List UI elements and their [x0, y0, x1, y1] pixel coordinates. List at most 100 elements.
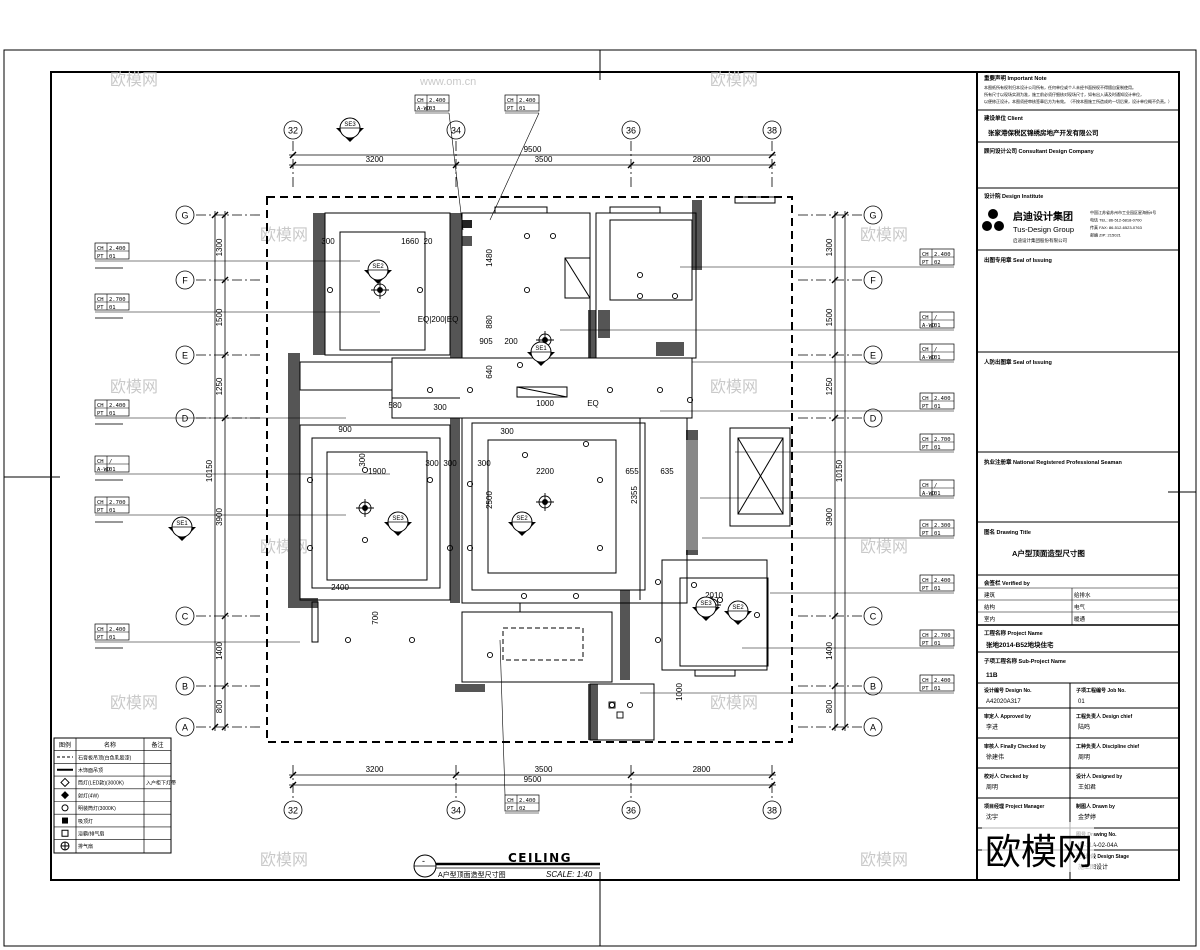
axis-label: 34	[451, 806, 461, 816]
downlight	[636, 271, 644, 279]
tb-company-sub: 启迪设计集团股份有限公司	[1013, 237, 1067, 244]
hatched-panel	[686, 440, 698, 550]
tag-field: 01	[519, 106, 526, 112]
tb-company-address: 电话 TEL: 86-512-6818-0700	[1090, 217, 1142, 223]
section-mark-label: SE3	[392, 516, 404, 522]
downlight	[654, 578, 662, 586]
tag-field: 2.400	[109, 627, 126, 633]
axis-label: 32	[288, 806, 298, 816]
dim-text: 800	[215, 699, 224, 713]
wall	[288, 598, 318, 608]
dim-tick	[831, 351, 839, 359]
tb-verify-item: 电气	[1074, 603, 1086, 611]
legend-header: 备注	[151, 741, 163, 749]
tag-field: 2.700	[934, 437, 951, 443]
room-bedroom-3	[661, 559, 768, 671]
pendant-light	[356, 499, 374, 517]
axis-label: B	[870, 682, 876, 692]
downlight	[426, 476, 434, 484]
dim-tick	[841, 723, 849, 731]
tag-field: A-WD	[417, 106, 430, 112]
tb-field-label: 项目经理 Project Manager	[984, 803, 1044, 810]
tag-field: 01	[109, 467, 116, 473]
section-mark: SE2	[724, 600, 752, 625]
watermark-text: 欧模网	[110, 694, 158, 712]
tb-verify-item: 建筑	[984, 591, 996, 599]
tag-field: CH	[922, 633, 929, 639]
downlight	[606, 386, 614, 394]
kitchen-ceiling-panel	[609, 219, 693, 301]
legend-header: 图例	[59, 741, 71, 749]
tag-field: PT	[922, 531, 929, 537]
wall	[588, 310, 596, 358]
watermark-text: 欧模网	[110, 71, 158, 89]
plan-dim-text: 300	[433, 403, 447, 412]
tag-field: PT	[922, 586, 929, 592]
downlight	[466, 544, 474, 552]
plan-dim-text: 2200	[536, 467, 554, 476]
window	[734, 196, 776, 204]
axis-label: D	[182, 414, 189, 424]
tb-field-label: 校对人 Checked by	[984, 773, 1029, 780]
legend-item-name: 射灯(4W)	[78, 792, 99, 799]
wall	[450, 213, 462, 358]
downlight	[466, 480, 474, 488]
tb-client-label: 建设单位 Client	[984, 114, 1023, 122]
tag-field: PT	[507, 106, 514, 112]
tag-field: 2.400	[519, 798, 536, 804]
tag-field: A-WD	[922, 323, 935, 329]
wall	[450, 418, 460, 603]
dim-tick	[211, 723, 219, 731]
legend-symbol	[61, 791, 69, 800]
plan-dim-text: 300	[500, 427, 514, 436]
legend-item-name: 明装筒灯(3000K)	[78, 805, 116, 812]
dim-text: 1500	[215, 308, 224, 326]
room-wardrobe	[299, 361, 393, 391]
tag-field: /	[109, 459, 112, 465]
dim-text: 800	[825, 699, 834, 713]
dim-tick	[211, 211, 219, 219]
watermarks: 欧模网 www.om.cn 欧模网 欧模网 欧模网 欧模网 欧模网 欧模网 欧模…	[110, 71, 908, 869]
tag-field: 01	[934, 404, 941, 410]
dim-text: 3200	[366, 765, 384, 774]
structural-walls	[288, 200, 702, 740]
watermark-text: 欧模网	[260, 851, 308, 869]
title-block-text: 重要声明 Important Note本图纸所有权利归本设计公司所有，任何单位或…	[984, 74, 1172, 871]
downlight	[426, 386, 434, 394]
tag-field: PT	[922, 404, 929, 410]
plan-dim-text: 2400	[331, 583, 349, 592]
tag-field: 01	[934, 586, 941, 592]
tag-field: 2.400	[934, 578, 951, 584]
watermark-text: 欧模网	[860, 538, 908, 556]
downlight	[523, 286, 531, 294]
downlight	[416, 286, 424, 294]
downlight	[520, 592, 528, 600]
downlight	[306, 544, 314, 552]
axis-bubble	[175, 717, 195, 737]
dim-text: 3900	[215, 508, 224, 526]
dim-text: 1400	[215, 642, 224, 660]
ceiling-lights	[306, 232, 761, 719]
tag-field: PT	[922, 260, 929, 266]
dim-text: 1250	[215, 377, 224, 395]
downlight	[656, 386, 664, 394]
axis-label: 38	[767, 806, 777, 816]
plan-dim-text: 655	[625, 467, 639, 476]
logo-dot	[988, 209, 998, 219]
downlight	[361, 466, 369, 474]
axis-label: D	[870, 414, 877, 424]
tb-verify-item: 暖通	[1074, 615, 1086, 623]
dim-tick	[221, 682, 229, 690]
wall	[598, 310, 610, 338]
legend-header: 名称	[104, 741, 116, 749]
axis-label: G	[181, 211, 188, 221]
tb-drawing-name-label: 图名 Drawing Title	[984, 528, 1031, 536]
tb-client-value: 张家港保税区锦绣房地产开发有限公司	[988, 128, 1099, 137]
drawing-title: - CEILING A户型顶面造型尺寸图 SCALE: 1:40	[413, 851, 600, 879]
